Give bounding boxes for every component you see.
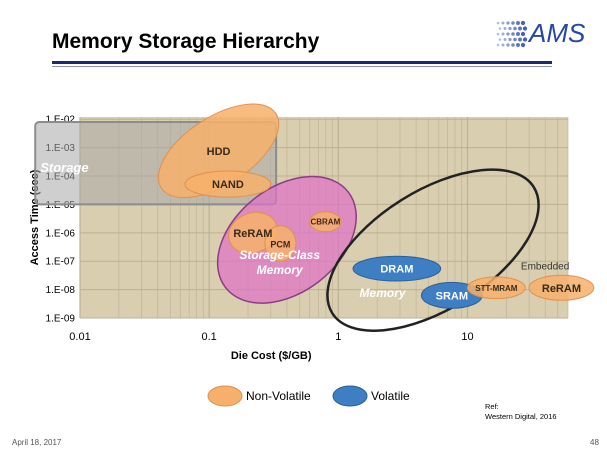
title-rule-thin bbox=[52, 66, 552, 67]
y-tick-label: 1.E-06 bbox=[46, 228, 76, 239]
logo-dot bbox=[516, 43, 520, 47]
x-axis-title: Die Cost ($/GB) bbox=[231, 350, 312, 362]
ams-logo-text: AMS bbox=[529, 18, 586, 48]
slide-title: Memory Storage Hierarchy bbox=[52, 30, 320, 53]
logo-dot bbox=[518, 37, 522, 42]
logo-dot bbox=[498, 38, 502, 41]
logo-dot bbox=[506, 21, 510, 25]
x-tick-label: 1 bbox=[335, 331, 341, 343]
logo-dot bbox=[511, 21, 515, 25]
logo-dot bbox=[516, 21, 520, 25]
logo-dot bbox=[506, 43, 510, 47]
legend-swatch-volatile bbox=[332, 385, 368, 407]
memory-region-label: Memory bbox=[360, 286, 407, 300]
logo-dot bbox=[516, 32, 520, 36]
logo-dot bbox=[518, 26, 522, 31]
y-tick-label: 1.E-02 bbox=[46, 115, 76, 126]
y-tick-label: 1.E-08 bbox=[46, 285, 76, 296]
logo-dot bbox=[520, 42, 526, 48]
logo-dot bbox=[511, 43, 515, 47]
logo-dot bbox=[522, 37, 528, 42]
logo-dot bbox=[511, 32, 515, 36]
logo-dot bbox=[513, 26, 517, 31]
logo-dot bbox=[520, 20, 526, 26]
embedded-annotation: Embedded bbox=[521, 262, 569, 273]
logo-dot bbox=[513, 37, 517, 42]
technology-label-sram: SRAM bbox=[436, 290, 468, 302]
technology-label-hdd: HDD bbox=[207, 146, 231, 158]
technology-bubble-pcm bbox=[264, 225, 297, 262]
logo-dot bbox=[496, 21, 500, 25]
y-tick-label: 1.E-09 bbox=[46, 314, 76, 325]
technology-label-dram: DRAM bbox=[380, 264, 413, 276]
logo-dot bbox=[498, 27, 502, 30]
storage-region-label: Storage bbox=[40, 160, 88, 175]
technology-label-cbram: CBRAM bbox=[310, 218, 340, 227]
logo-dot bbox=[501, 32, 505, 36]
technology-bubble-nand bbox=[184, 170, 272, 198]
legend-label-non-volatile: Non-Volatile bbox=[246, 389, 311, 403]
x-tick-label: 0.1 bbox=[202, 331, 217, 343]
page-number: 48 bbox=[590, 438, 599, 447]
x-tick-label: 10 bbox=[461, 331, 473, 343]
logo-dot bbox=[503, 27, 507, 30]
title-rule bbox=[52, 61, 552, 64]
reference-label: Ref: bbox=[485, 402, 499, 411]
logo-dot bbox=[520, 31, 526, 37]
legend-swatch-non-volatile bbox=[207, 385, 243, 407]
technology-label-stt-mram: STT-MRAM bbox=[475, 284, 518, 293]
technology-label-pcm: PCM bbox=[270, 239, 290, 249]
ams-logo-icon bbox=[496, 20, 528, 48]
storage-class-memory-label: Memory bbox=[257, 263, 304, 277]
footer-date: April 18, 2017 bbox=[12, 438, 62, 447]
technology-label-reram: ReRAM bbox=[233, 228, 272, 240]
storage-class-memory-label: Storage-Class bbox=[239, 248, 320, 262]
technology-label-nand: NAND bbox=[212, 179, 244, 191]
technology-bubble-stt-mram bbox=[466, 276, 526, 300]
logo-dot bbox=[496, 43, 500, 47]
technology-label-reram: ReRAM bbox=[542, 283, 581, 295]
x-tick-label: 0.01 bbox=[69, 331, 90, 343]
technology-bubble-dram bbox=[352, 255, 442, 282]
technology-bubble-reram bbox=[528, 274, 595, 301]
logo-dot bbox=[501, 21, 505, 25]
reference-source: Western Digital, 2016 bbox=[485, 412, 557, 421]
logo-dot bbox=[496, 32, 500, 36]
y-tick-label: 1.E-07 bbox=[46, 257, 76, 268]
logo-dot bbox=[501, 43, 505, 47]
logo-dot bbox=[508, 37, 512, 42]
technology-bubble-cbram bbox=[309, 211, 342, 233]
logo-dot bbox=[508, 26, 512, 31]
logo-dot bbox=[522, 26, 528, 31]
logo-dot bbox=[506, 32, 510, 36]
logo-dot bbox=[503, 38, 507, 41]
legend-label-volatile: Volatile bbox=[371, 389, 410, 403]
